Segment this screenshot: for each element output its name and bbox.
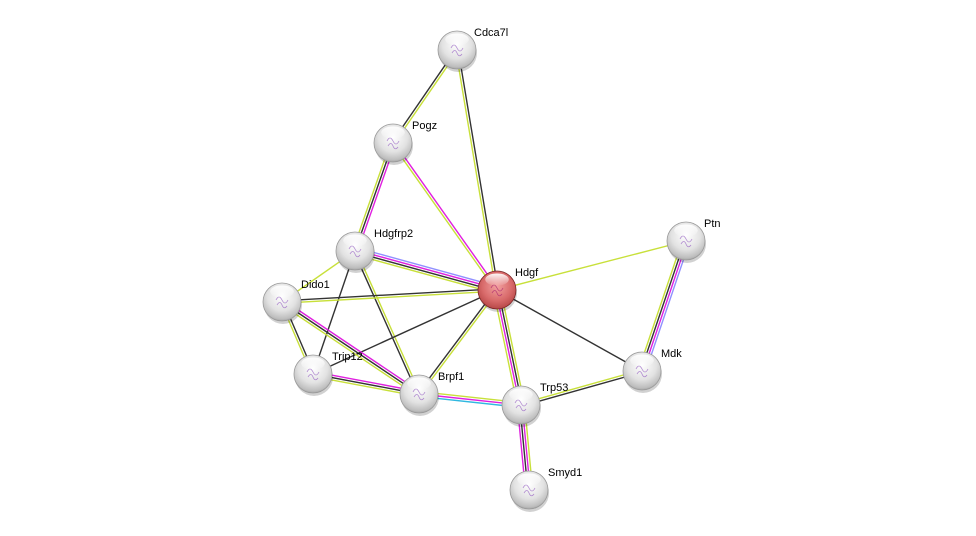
node-dido1[interactable]: Dido1 xyxy=(262,279,330,324)
edge-evidence-textmining xyxy=(282,290,498,304)
protein-structure-icon xyxy=(386,137,400,150)
edge-evidence-experiments xyxy=(642,241,688,372)
edge-evidence-coexpression xyxy=(497,289,523,405)
node-gloss xyxy=(674,224,698,237)
edge-evidence-homology xyxy=(644,241,691,373)
node-cdca7l[interactable]: Cdca7l xyxy=(437,27,508,72)
edge-hdgfrp2-brpf1[interactable] xyxy=(353,250,421,395)
protein-structure-icon xyxy=(450,44,464,57)
edge-evidence-coexpression xyxy=(281,301,420,395)
node-hdgfrp2[interactable]: Hdgfrp2 xyxy=(335,228,413,273)
node-label: Smyd1 xyxy=(548,467,582,479)
edge-ptn-mdk[interactable] xyxy=(637,239,691,373)
node-label: Dido1 xyxy=(301,279,330,291)
node-mdk[interactable]: Mdk xyxy=(622,348,682,393)
node-gloss xyxy=(407,377,431,390)
protein-structure-icon xyxy=(522,484,536,497)
edge-evidence-textmining xyxy=(492,290,519,406)
edge-evidence-textmining xyxy=(280,303,419,397)
protein-structure-icon xyxy=(490,284,504,297)
edge-evidence-coexpression xyxy=(496,289,643,372)
node-hdgf[interactable]: Hdgf xyxy=(477,267,539,312)
edge-evidence-textmining xyxy=(355,250,421,394)
edge-hdgfrp2-trip12[interactable] xyxy=(312,250,356,375)
protein-structure-icon xyxy=(514,399,528,412)
edge-evidence-coexpression xyxy=(353,251,419,395)
node-label: Cdca7l xyxy=(474,27,508,39)
node-gloss xyxy=(445,33,469,46)
node-gloss xyxy=(343,234,367,247)
edge-evidence-coexpression xyxy=(521,371,643,407)
node-label: Mdk xyxy=(661,348,682,360)
edge-hdgf-dido1[interactable] xyxy=(281,288,498,304)
node-label: Hdgfrp2 xyxy=(374,228,413,240)
edge-trp53-mdk[interactable] xyxy=(520,369,643,407)
protein-structure-icon xyxy=(275,296,289,309)
edge-evidence-textmining xyxy=(455,50,497,291)
edge-hdgf-brpf1[interactable] xyxy=(417,288,499,396)
edge-evidence-textmining xyxy=(391,143,497,292)
edge-evidence-coexpression xyxy=(457,49,499,290)
node-pogz[interactable]: Pogz xyxy=(373,120,437,165)
edge-evidence-experiments xyxy=(393,141,499,290)
node-label: Ptn xyxy=(704,218,721,230)
node-trip12[interactable]: Trip12 xyxy=(293,351,363,396)
edge-evidence-textmining xyxy=(496,240,687,291)
node-smyd1[interactable]: Smyd1 xyxy=(509,467,582,512)
edge-evidence-coexpression xyxy=(312,250,356,375)
node-brpf1[interactable]: Brpf1 xyxy=(399,371,464,416)
edge-evidence-textmining xyxy=(419,290,499,396)
edge-evidence-textmining xyxy=(499,289,526,405)
edge-evidence-coexpression xyxy=(354,251,497,292)
node-gloss xyxy=(517,473,541,486)
node-label: Brpf1 xyxy=(438,371,464,383)
edge-evidence-coexpression xyxy=(312,289,498,375)
node-gloss xyxy=(270,285,294,298)
node-ptn[interactable]: Ptn xyxy=(666,218,721,263)
edge-evidence-homology xyxy=(355,246,499,288)
node-trp53[interactable]: Trp53 xyxy=(501,382,568,427)
protein-structure-icon xyxy=(635,365,649,378)
node-label: Trp53 xyxy=(540,382,568,394)
edge-evidence-experiments xyxy=(495,290,521,406)
edge-evidence-textmining xyxy=(637,239,684,371)
edge-cdca7l-hdgf[interactable] xyxy=(455,49,499,291)
edge-evidence-experiments xyxy=(355,249,498,290)
node-label: Pogz xyxy=(412,120,437,132)
protein-structure-icon xyxy=(679,235,693,248)
edge-evidence-coexpression xyxy=(640,240,686,371)
node-gloss xyxy=(485,273,509,286)
node-label: Hdgf xyxy=(515,267,539,279)
edge-evidence-experiments xyxy=(282,299,421,393)
protein-structure-icon xyxy=(306,368,320,381)
node-label: Trip12 xyxy=(332,351,363,363)
edge-evidence-coexpression xyxy=(417,288,497,394)
edge-evidence-textmining xyxy=(520,369,642,405)
edge-hdgf-trp53[interactable] xyxy=(492,289,526,406)
edge-dido1-brpf1[interactable] xyxy=(280,299,421,397)
edge-evidence-coexpression xyxy=(281,288,497,302)
node-gloss xyxy=(381,126,405,139)
node-gloss xyxy=(301,357,325,370)
node-gloss xyxy=(630,354,654,367)
edge-evidence-textmining xyxy=(353,253,497,295)
edge-hdgf-ptn[interactable] xyxy=(496,240,687,291)
edge-hdgf-trip12[interactable] xyxy=(312,289,498,375)
edge-pogz-hdgf[interactable] xyxy=(391,141,499,292)
edges-layer xyxy=(280,48,691,491)
node-gloss xyxy=(509,388,533,401)
protein-structure-icon xyxy=(412,388,426,401)
edge-hdgfrp2-hdgf[interactable] xyxy=(353,246,499,295)
edge-hdgf-mdk[interactable] xyxy=(496,289,643,372)
protein-structure-icon xyxy=(348,245,362,258)
